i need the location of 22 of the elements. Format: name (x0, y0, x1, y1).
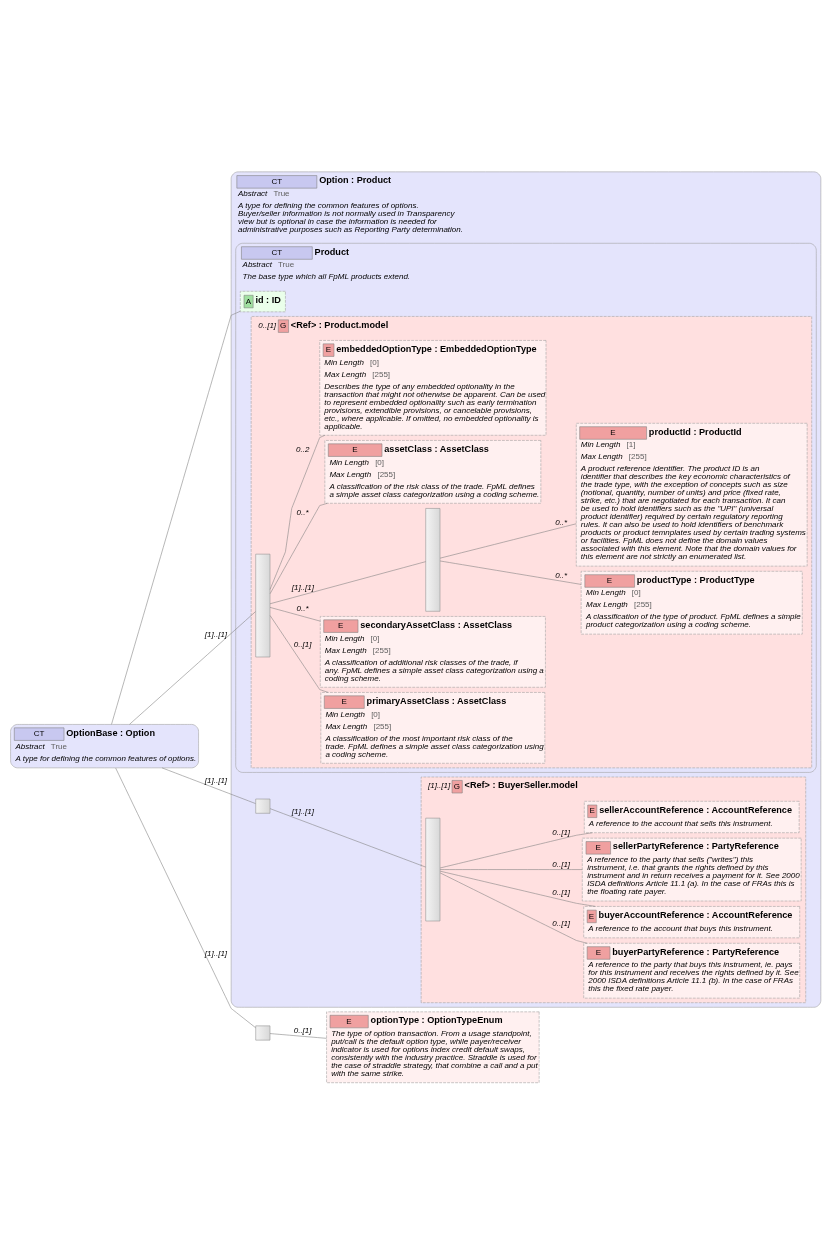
node-box (255, 1025, 271, 1041)
connector (161, 767, 256, 804)
connector (439, 870, 596, 907)
connector (269, 561, 426, 605)
connector (115, 767, 256, 1029)
connector (439, 832, 593, 869)
connector (439, 869, 583, 870)
node-bar (425, 817, 441, 922)
connector (269, 503, 328, 594)
connector (269, 1033, 327, 1039)
connector (269, 615, 329, 693)
connector (269, 435, 326, 590)
node-bar (425, 508, 441, 612)
node-bar (255, 553, 271, 658)
connector (129, 611, 256, 725)
connector (439, 523, 577, 559)
connector (269, 607, 321, 622)
connector (439, 560, 582, 585)
connector (111, 311, 241, 725)
connector (439, 872, 588, 944)
node-box (255, 798, 271, 814)
connector (269, 808, 426, 868)
